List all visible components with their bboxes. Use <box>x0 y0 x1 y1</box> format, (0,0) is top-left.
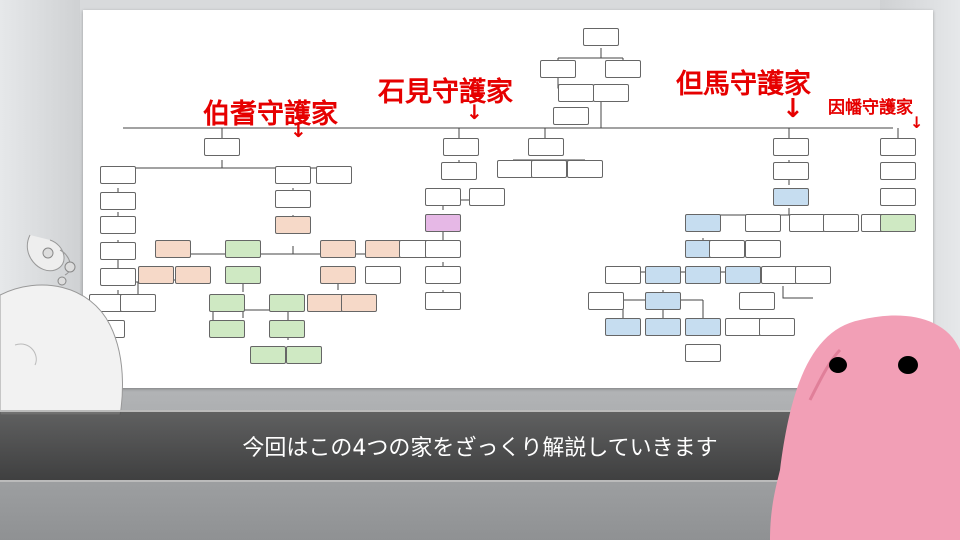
tree-node <box>365 240 401 258</box>
tree-node <box>645 318 681 336</box>
tree-node <box>880 214 916 232</box>
tree-node <box>204 138 240 156</box>
tree-node <box>269 320 305 338</box>
tree-node <box>425 292 461 310</box>
tree-node <box>645 292 681 310</box>
tree-node <box>558 84 594 102</box>
subtitle-text: 今回はこの4つの家をざっくり解説していきます <box>242 436 718 461</box>
tree-node <box>250 346 286 364</box>
tree-node <box>531 160 567 178</box>
tree-node <box>425 188 461 206</box>
tree-node <box>275 166 311 184</box>
tree-node <box>155 240 191 258</box>
arrow-down-icon: ↓ <box>910 113 924 132</box>
tree-node <box>685 214 721 232</box>
tree-node <box>553 107 589 125</box>
heading-iwami: 石見守護家 <box>378 77 513 108</box>
tree-node <box>365 266 401 284</box>
tree-node <box>685 318 721 336</box>
tree-node <box>425 266 461 284</box>
tree-node <box>773 138 809 156</box>
tree-node <box>120 294 156 312</box>
tree-node <box>528 138 564 156</box>
tree-node <box>567 160 603 178</box>
tree-node <box>745 214 781 232</box>
tree-node <box>275 216 311 234</box>
arrow-down-icon: ↓ <box>782 94 804 124</box>
tree-node <box>880 162 916 180</box>
heading-hoki: 伯耆守護家 <box>203 99 338 130</box>
heading-inaba: 因幡守護家 <box>828 98 913 118</box>
tree-node <box>789 214 825 232</box>
tree-node <box>138 266 174 284</box>
tree-node <box>880 138 916 156</box>
tree-node <box>880 188 916 206</box>
tree-node <box>425 240 461 258</box>
tree-node <box>320 266 356 284</box>
tree-node <box>739 292 775 310</box>
tree-node <box>725 318 761 336</box>
tree-node <box>441 162 477 180</box>
tree-node <box>588 292 624 310</box>
tree-node <box>709 240 745 258</box>
tree-node <box>225 240 261 258</box>
tree-node <box>341 294 377 312</box>
tree-node <box>100 192 136 210</box>
tree-node <box>685 344 721 362</box>
tree-node <box>307 294 343 312</box>
tree-node <box>469 188 505 206</box>
tree-node <box>175 266 211 284</box>
tree-node <box>759 318 795 336</box>
tree-node <box>443 138 479 156</box>
tree-node <box>773 188 809 206</box>
tree-node <box>605 60 641 78</box>
tree-node <box>795 266 831 284</box>
tree-node <box>286 346 322 364</box>
tree-node <box>497 160 533 178</box>
tree-node <box>773 162 809 180</box>
tree-node <box>275 190 311 208</box>
tree-node <box>225 266 261 284</box>
tree-node <box>100 242 136 260</box>
tree-node <box>745 240 781 258</box>
tree-node <box>100 166 136 184</box>
tree-node <box>823 214 859 232</box>
tree-node <box>316 166 352 184</box>
tree-node <box>269 294 305 312</box>
family-tree-board <box>83 10 933 388</box>
tree-node <box>605 266 641 284</box>
ghost-character-icon <box>0 234 123 415</box>
tree-node <box>209 294 245 312</box>
tree-node <box>540 60 576 78</box>
tree-node <box>320 240 356 258</box>
arrow-down-icon: ↓ <box>466 100 483 124</box>
tree-node <box>605 318 641 336</box>
tree-node <box>761 266 797 284</box>
heading-tajima: 但馬守護家 <box>676 69 811 100</box>
arrow-down-icon: ↓ <box>290 118 307 142</box>
tree-node <box>425 214 461 232</box>
tree-node <box>593 84 629 102</box>
tree-node <box>645 266 681 284</box>
tree-node <box>685 266 721 284</box>
pink-blob-mascot-icon <box>770 315 960 540</box>
tree-node <box>209 320 245 338</box>
tree-node <box>100 268 136 286</box>
tree-node <box>100 216 136 234</box>
tree-node <box>725 266 761 284</box>
tree-node <box>583 28 619 46</box>
